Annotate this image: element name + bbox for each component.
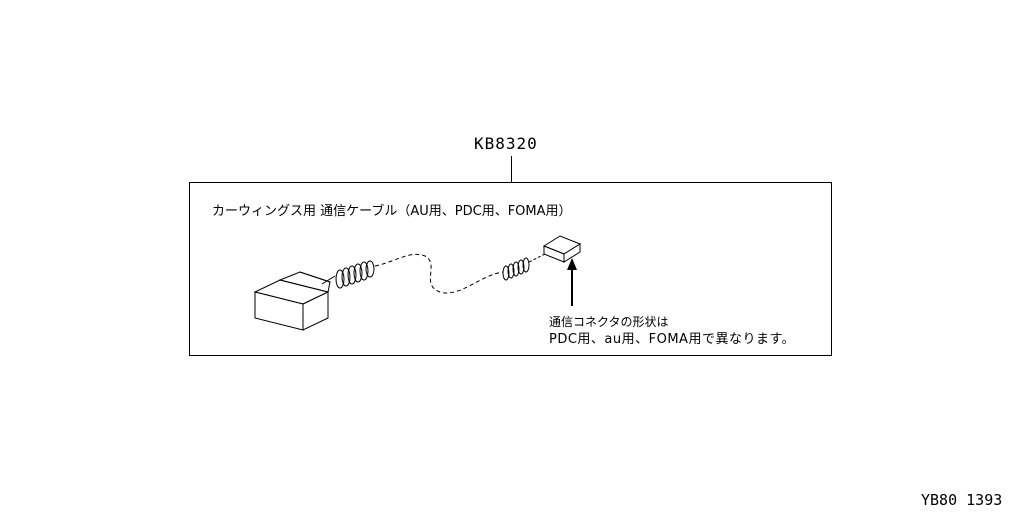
main-connector-icon <box>253 271 331 331</box>
part-frame <box>189 182 832 356</box>
cable-dashed-line <box>374 253 504 294</box>
right-cable-coil-icon <box>502 253 546 281</box>
connector-note-line-2: PDC用、au用、FOMA用で異なります。 <box>549 332 796 347</box>
leader-line <box>511 156 512 183</box>
small-connector-icon <box>542 235 582 263</box>
left-cable-coil-icon <box>321 260 375 289</box>
pointer-arrow-icon <box>567 258 577 306</box>
part-number-label: KB8320 <box>474 134 538 153</box>
part-description: カーウィングス用 通信ケーブル（AU用、PDC用、FOMA用） <box>212 204 572 219</box>
figure-id: YB80 1393 <box>921 491 1003 509</box>
connector-note-line-1: 通信コネクタの形状は <box>549 315 669 329</box>
